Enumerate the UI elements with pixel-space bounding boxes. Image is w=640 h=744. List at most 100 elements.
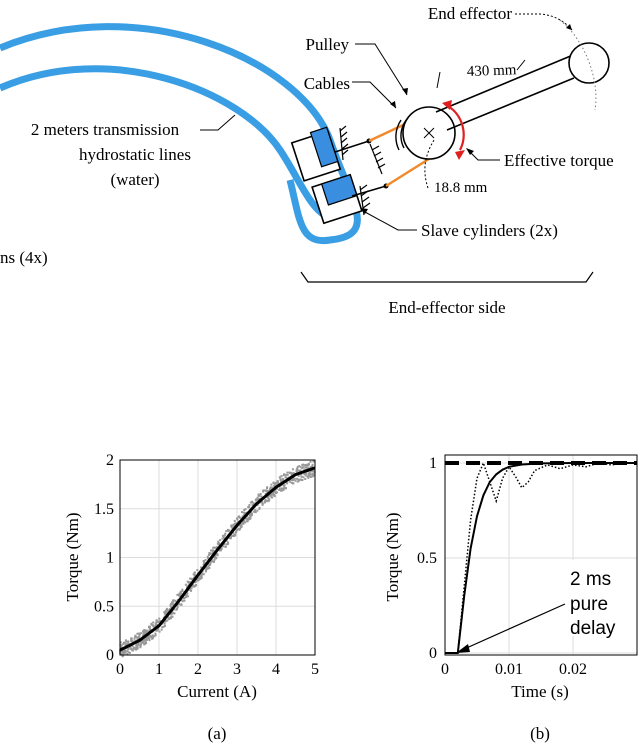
label-slave-cylinders: Slave cylinders (2x) bbox=[421, 221, 558, 240]
chart-a-scatter-point bbox=[123, 641, 126, 644]
chart-a-scatter-point bbox=[128, 646, 131, 649]
chart-a-scatter-point bbox=[297, 478, 300, 481]
chart-a-scatter-point bbox=[136, 632, 139, 635]
cable-bottom bbox=[385, 155, 433, 188]
chart-a-scatter-point bbox=[306, 475, 309, 478]
chart-a-scatter-point bbox=[233, 522, 236, 525]
chart-a-scatter-point bbox=[226, 528, 229, 531]
chart-a-scatter-point bbox=[193, 576, 196, 579]
chart-a-scatter-point bbox=[307, 472, 310, 475]
chart-a-scatter-point bbox=[249, 501, 252, 504]
chart-a-scatter-point bbox=[213, 558, 216, 561]
chart-a-scatter-point bbox=[309, 466, 312, 468]
chart-a-scatter-point bbox=[271, 486, 274, 489]
chart-a-scatter-point bbox=[183, 599, 186, 602]
chart-a-scatter-point bbox=[175, 608, 178, 611]
chart-a-scatter-point bbox=[280, 481, 283, 484]
chart-a-xtick-label: 4 bbox=[272, 661, 280, 678]
chart-a-scatter-point bbox=[186, 595, 189, 598]
chart-a-scatter-point bbox=[176, 606, 179, 609]
chart-a-scatter-point bbox=[286, 473, 289, 476]
chart-a-scatter-point bbox=[297, 469, 300, 472]
chart-a-scatter-point bbox=[278, 488, 281, 491]
chart-a-scatter-point bbox=[122, 643, 125, 646]
chart-a-scatter-point bbox=[243, 509, 246, 512]
chart-a-scatter-point bbox=[257, 498, 260, 501]
chart-a-scatter-point bbox=[148, 634, 151, 637]
chart-a-scatter-point bbox=[214, 556, 217, 559]
chart-a-scatter-point bbox=[233, 534, 236, 537]
chart-a-fit-line bbox=[119, 466, 316, 652]
chart-a-scatter-point bbox=[156, 629, 159, 632]
chart-a-scatter-point bbox=[130, 648, 133, 651]
chart-a-scatter-point bbox=[178, 603, 181, 606]
chart-a-scatter-point bbox=[273, 493, 276, 496]
chart-a-scatter-point bbox=[165, 607, 168, 610]
chart-a-scatter-point bbox=[206, 567, 209, 570]
chart-a-scatter-point bbox=[288, 480, 291, 483]
chart-a-scatter-point bbox=[133, 637, 136, 640]
chart-a-scatter-point bbox=[188, 581, 191, 584]
chart-a-scatter-point bbox=[250, 511, 253, 514]
chart-a-scatter-point bbox=[170, 612, 173, 615]
chart-a-scatter-point bbox=[164, 619, 167, 622]
chart-a-scatter-point bbox=[244, 508, 247, 511]
chart-a-scatter-point bbox=[227, 542, 230, 545]
chart-a-scatter-point bbox=[199, 575, 202, 578]
label-cables: Cables bbox=[304, 74, 350, 93]
chart-a-scatter-point bbox=[192, 584, 195, 587]
chart-a-scatter-point bbox=[239, 524, 242, 527]
chart-a-scatter-point bbox=[305, 474, 308, 477]
chart-a-scatter-point bbox=[232, 534, 235, 537]
chart-a-scatter-point bbox=[270, 495, 273, 498]
chart-a-scatter-point bbox=[120, 653, 123, 656]
chart-a-scatter-point bbox=[164, 611, 167, 614]
chart-a-scatter-point bbox=[284, 487, 287, 490]
chart-a-scatter-point bbox=[123, 652, 126, 655]
slave-cylinder-bottom bbox=[311, 173, 363, 225]
chart-a-scatter-point bbox=[268, 489, 271, 492]
chart-b-ylabel: Torque (Nm) bbox=[383, 513, 402, 602]
chart-a-ytick-label: 0 bbox=[106, 647, 114, 664]
chart-a-scatter-point bbox=[276, 491, 279, 494]
chart-a-scatter-point bbox=[205, 570, 208, 573]
chart-a-scatter-point bbox=[202, 560, 205, 563]
chart-a-scatter-point bbox=[281, 477, 284, 480]
chart-b-annotation-arrow bbox=[461, 603, 566, 651]
chart-a-scatter-point bbox=[309, 475, 312, 478]
chart-a-scatter-point bbox=[182, 597, 185, 600]
chart-a-xtick-label: 1 bbox=[155, 661, 163, 678]
chart-a-scatter-point bbox=[155, 619, 158, 622]
chart-a-scatter-point bbox=[163, 611, 166, 614]
chart-a-scatter-point bbox=[281, 479, 284, 481]
chart-a-scatter-point bbox=[176, 604, 179, 607]
chart-a-scatter-point bbox=[301, 479, 304, 481]
chart-b-measured-dotted bbox=[445, 460, 637, 654]
chart-a-scatter-point bbox=[168, 617, 171, 620]
chart-a-scatter-point bbox=[252, 502, 255, 505]
label-arm-length: 430 mm bbox=[467, 62, 517, 80]
chart-a-scatter-point bbox=[154, 634, 157, 637]
chart-a-scatter-point bbox=[264, 492, 267, 495]
chart-a-scatter-point bbox=[246, 520, 249, 523]
chart-a-scatter-point bbox=[124, 644, 127, 647]
chart-a-scatter-point bbox=[247, 517, 250, 520]
chart-a-scatter-point bbox=[269, 494, 272, 497]
chart-a-scatter-point bbox=[135, 636, 138, 639]
chart-a-scatter-point bbox=[248, 514, 251, 517]
chart-a-scatter-point bbox=[144, 631, 147, 634]
chart-a-scatter-point bbox=[225, 530, 228, 533]
chart-a-scatter-point bbox=[174, 599, 177, 602]
chart-a-scatter-point bbox=[125, 647, 128, 650]
chart-a-scatter-point bbox=[251, 503, 254, 506]
chart-a-scatter-point bbox=[181, 590, 184, 593]
chart-a-scatter-point bbox=[155, 624, 158, 627]
chart-a-scatter-point bbox=[280, 479, 283, 482]
chart-a-scatter-point bbox=[134, 646, 137, 649]
chart-a-scatter-point bbox=[200, 576, 203, 579]
chart-a-scatter-point bbox=[136, 645, 139, 648]
chart-a-scatter-point bbox=[169, 604, 172, 606]
rod-top bbox=[334, 140, 370, 153]
chart-a-scatter-point bbox=[254, 509, 257, 512]
